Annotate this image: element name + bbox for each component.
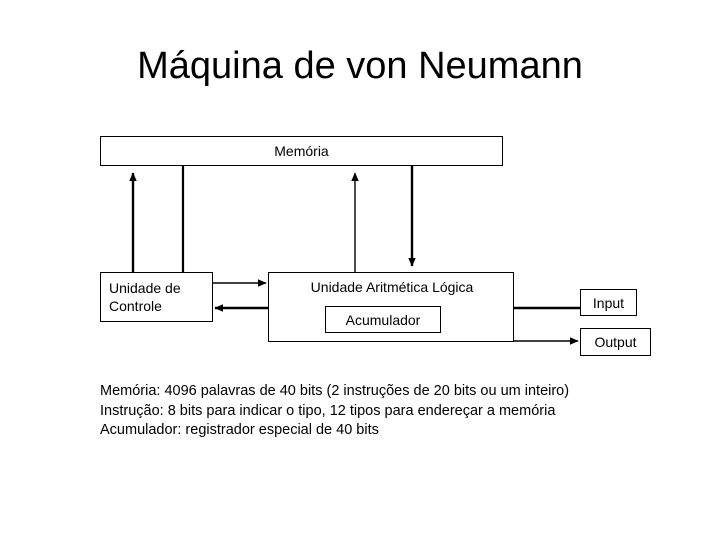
block-memoria-label: Memória (274, 143, 329, 159)
block-input: Input (580, 289, 637, 316)
block-memoria: Memória (100, 136, 503, 166)
caption-block: Memória: 4096 palavras de 40 bits (2 ins… (100, 382, 700, 441)
block-acumulador: Acumulador (325, 306, 441, 333)
block-acumulador-label: Acumulador (345, 311, 421, 328)
page-title: Máquina de von Neumann (137, 45, 583, 87)
caption-line-instrucao: Instrução: 8 bits para indicar o tipo, 1… (100, 402, 556, 419)
block-alu-label: Unidade Aritmética Lógica (310, 279, 474, 295)
caption-line-memoria: Memória: 4096 palavras de 40 bits (2 ins… (100, 383, 570, 399)
block-controle-label-line1: Unidade de (109, 280, 181, 296)
block-output-label: Output (594, 334, 637, 350)
caption-line-acumulador: Acumulador: registrador especial de 40 b… (100, 422, 379, 438)
block-output: Output (580, 328, 651, 356)
block-controle-label-line2: Controle (109, 298, 162, 314)
block-unidade-de-controle: Unidade de Controle (100, 272, 213, 322)
block-input-label: Input (592, 294, 625, 311)
von-neumann-diagram: Memória Unidade de Controle Unidade Arit… (100, 136, 651, 356)
